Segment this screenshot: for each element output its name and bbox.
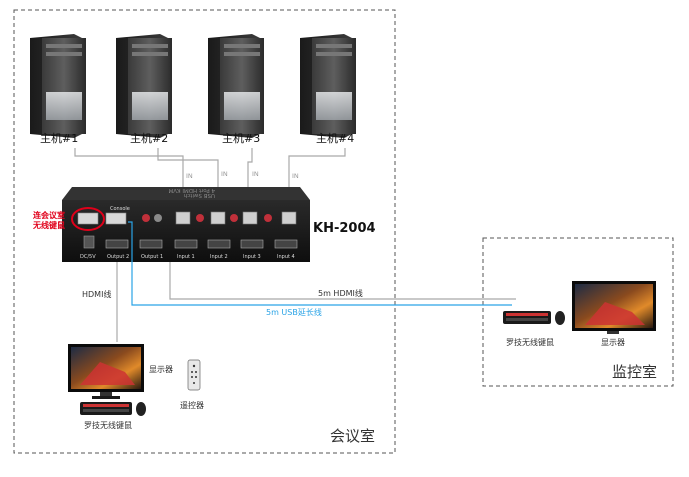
usb-b-port-3 <box>242 211 258 225</box>
monitor-room-monitor <box>572 281 656 334</box>
input2-label: Input 2 <box>210 254 228 260</box>
host-tower-2 <box>116 34 172 138</box>
usb-port-a-1 <box>77 212 99 225</box>
meeting-keyboard <box>80 402 132 415</box>
hdmi-local-label: HDMI线 <box>82 289 111 299</box>
meeting-keyboard-label: 罗技无线键鼠 <box>84 420 132 430</box>
monitor-room-keyboard-label: 罗技无线键鼠 <box>506 337 554 347</box>
audio-jack-2 <box>154 214 162 222</box>
hdmi-port-input3 <box>240 239 264 249</box>
annotation-line-2: 无线键鼠 <box>32 220 65 230</box>
monitor-room-border <box>482 237 674 387</box>
audio-jack-3 <box>196 214 204 222</box>
console-usb-highlight <box>71 207 105 231</box>
hdmi-5m-label: 5m HDMI线 <box>318 288 363 298</box>
input4-label: Input 4 <box>277 254 295 260</box>
host-label-4: 主机#4 <box>316 131 354 145</box>
input3-label: Input 3 <box>243 254 261 260</box>
kvm-switch: 4 Port HDMI KVM USB Switch Console DC/5V… <box>62 187 310 262</box>
meeting-room-monitor <box>68 344 144 399</box>
in-label-4: IN <box>292 172 299 180</box>
host-tower-3 <box>208 34 264 138</box>
in-label-2: IN <box>221 170 228 178</box>
host-label-1: 主机#1 <box>40 131 78 145</box>
monitor-room-keyboard <box>503 311 551 324</box>
usb-5m-cable <box>128 221 512 306</box>
output2-label: Output 2 <box>107 254 129 260</box>
meeting-mouse <box>136 402 146 416</box>
output1-label: Output 1 <box>141 254 163 260</box>
input1-label: Input 1 <box>177 254 195 260</box>
host-tower-4 <box>300 34 356 138</box>
remote-control <box>187 359 201 391</box>
device-top-text-2: USB Switch <box>183 192 215 198</box>
host-tower-1 <box>30 34 86 138</box>
host-cables <box>74 148 346 210</box>
usb-b-port-2 <box>210 211 226 225</box>
monitor-room-monitor-label: 显示器 <box>601 338 625 347</box>
usb-5m-label: 5m USB延长线 <box>266 307 322 317</box>
meeting-monitor-label: 显示器 <box>149 365 173 374</box>
hdmi-port-input2 <box>207 239 231 249</box>
remote-label: 遥控器 <box>180 400 204 410</box>
hdmi-port-input1 <box>174 239 198 249</box>
meeting-room-title: 会议室 <box>330 427 375 445</box>
monitor-room-mouse <box>555 311 565 325</box>
annotation-line-1: 连会议室 <box>33 210 65 220</box>
meeting-room-border <box>13 9 396 454</box>
monitor-room-title: 监控室 <box>612 363 657 381</box>
dc-port <box>83 235 95 249</box>
audio-jack-5 <box>264 214 272 222</box>
host-label-3: 主机#3 <box>222 131 260 145</box>
device-top-text-1: 4 Port HDMI KVM <box>168 187 215 193</box>
audio-jack-1 <box>142 214 150 222</box>
in-label-3: IN <box>252 170 259 178</box>
usb-b-port-4 <box>281 211 297 225</box>
audio-jack-4 <box>230 214 238 222</box>
usb-port-a-2 <box>105 212 127 225</box>
in-label-1: IN <box>186 172 193 180</box>
host-label-2: 主机#2 <box>130 131 168 145</box>
hdmi-port-input4 <box>274 239 298 249</box>
console-label: Console <box>110 206 130 212</box>
hdmi-5m-cable <box>169 262 516 300</box>
hdmi-port-output1 <box>139 239 163 249</box>
usb-b-port-1 <box>175 211 191 225</box>
dc-label: DC/5V <box>80 254 96 260</box>
hdmi-port-output2 <box>105 239 129 249</box>
model-label: KH-2004 <box>313 221 376 236</box>
